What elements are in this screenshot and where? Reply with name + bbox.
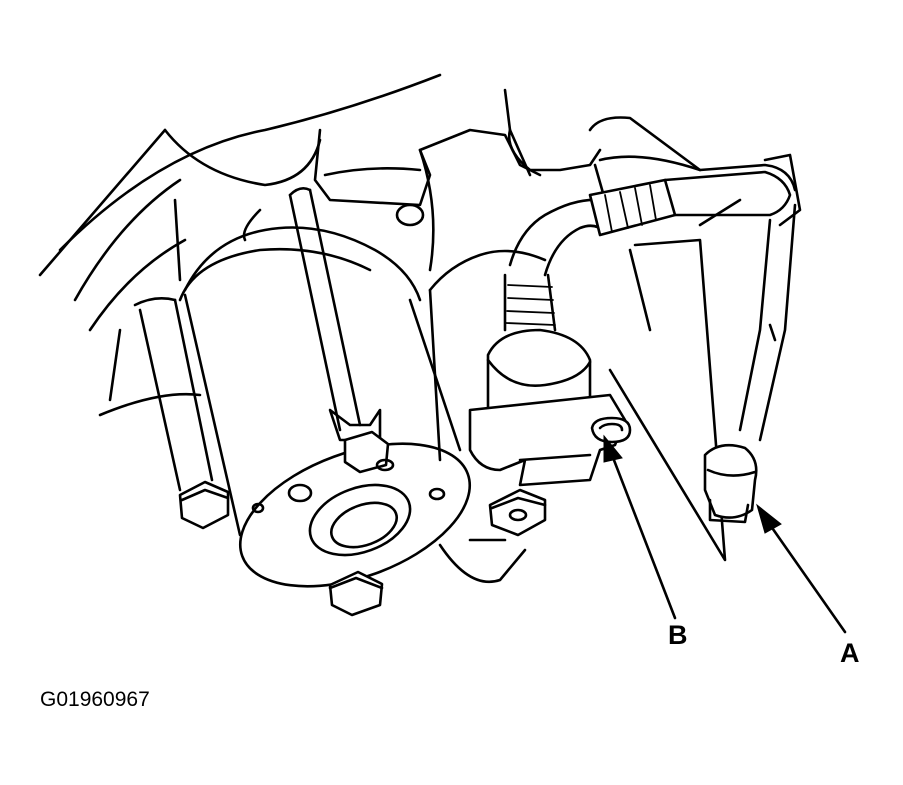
vehicle-frame-lines <box>38 73 802 562</box>
engine-casting <box>173 128 542 282</box>
casting-hole <box>395 203 425 227</box>
end-plate-hole <box>287 483 313 503</box>
callout-arrow-b <box>603 434 677 620</box>
figure-code: G01960967 <box>40 688 150 711</box>
solenoid-bracket <box>438 393 627 584</box>
mounting-bolt-hole <box>590 416 632 444</box>
end-plate-hole <box>428 487 446 501</box>
starter-cable <box>503 170 797 442</box>
callout-arrow-a <box>756 503 847 634</box>
starter-motor <box>178 226 472 588</box>
mounting-bolt <box>488 488 547 537</box>
callout-label-b: B <box>668 620 688 650</box>
connector-plug <box>703 443 758 524</box>
shaft-bearing-outer <box>308 483 412 557</box>
callout-label-a: A <box>840 638 860 668</box>
bottom-bolt <box>328 570 384 617</box>
motor-end-plate <box>238 442 472 588</box>
through-rod <box>288 187 395 474</box>
long-bolt <box>133 297 230 530</box>
end-plate-hole <box>251 502 265 514</box>
shaft-bearing-inner <box>330 501 398 549</box>
